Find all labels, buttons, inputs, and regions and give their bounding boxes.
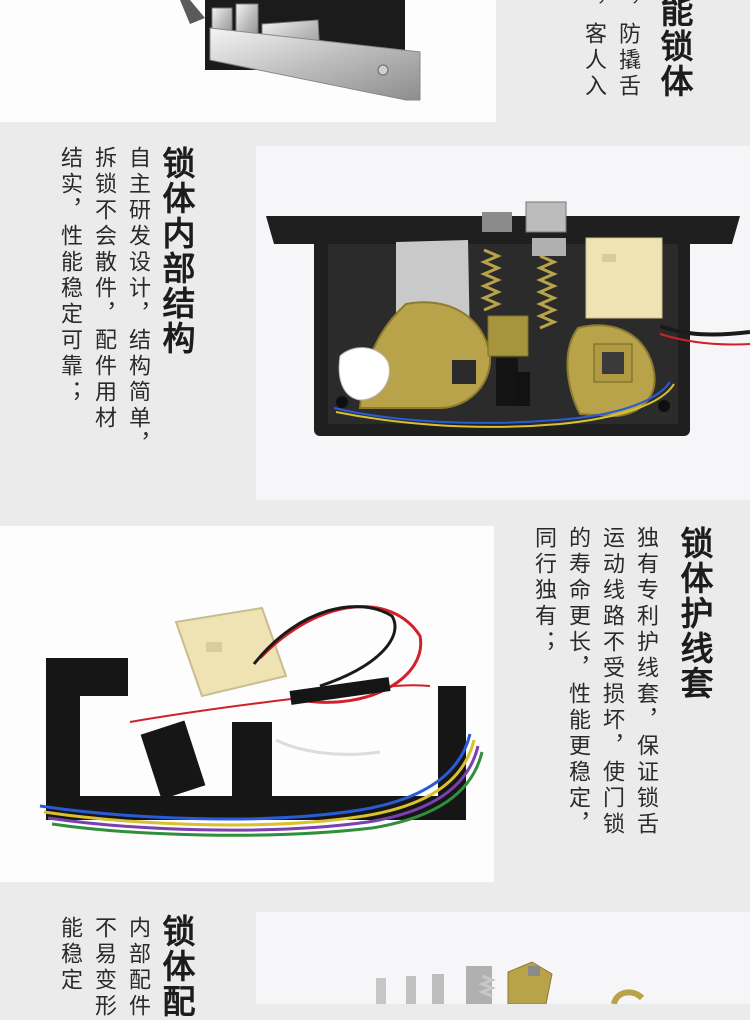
lock-faceplate-illustration xyxy=(180,0,421,101)
section2-line-1: 自主研发设计，结构简单， xyxy=(125,146,150,458)
lock-parts-photo xyxy=(256,912,750,1004)
section3-title: 锁体护线套 xyxy=(675,526,714,701)
section4-line-2: 不易变形 xyxy=(91,916,116,1020)
lock-parts-illustration xyxy=(376,961,645,1004)
lock-photo-top xyxy=(0,0,496,122)
section1-line-1: ，防撬舌 xyxy=(615,0,640,100)
section2-title: 锁体内部结构 xyxy=(157,146,196,356)
section4-title: 锁体配 xyxy=(157,914,196,1019)
wire-protective-sleeve-photo xyxy=(0,526,494,882)
lock-internals-illustration xyxy=(266,201,750,436)
section3-line-1: 独有专利护线套，保证锁舌 xyxy=(633,526,658,838)
section3-line-2: 运动线路不受损坏，使门锁 xyxy=(599,526,624,838)
section1-title: 能锁体 xyxy=(655,0,694,99)
section3-line-3: 的寿命更长，性能更稳定， xyxy=(565,526,590,838)
section4-line-3: 能稳定 xyxy=(57,916,82,994)
lock-internal-structure-photo xyxy=(256,146,750,500)
section2-line-2: 拆锁不会散件，配件用材 xyxy=(91,146,116,432)
section4-line-1: 内部配件 xyxy=(125,916,150,1020)
section2-line-3: 结实，性能稳定可靠； xyxy=(57,146,82,406)
section1-line-2: ，客人入 xyxy=(581,0,606,100)
wire-sleeve-illustration xyxy=(39,605,484,837)
section3-line-4: 同行独有； xyxy=(531,526,556,656)
